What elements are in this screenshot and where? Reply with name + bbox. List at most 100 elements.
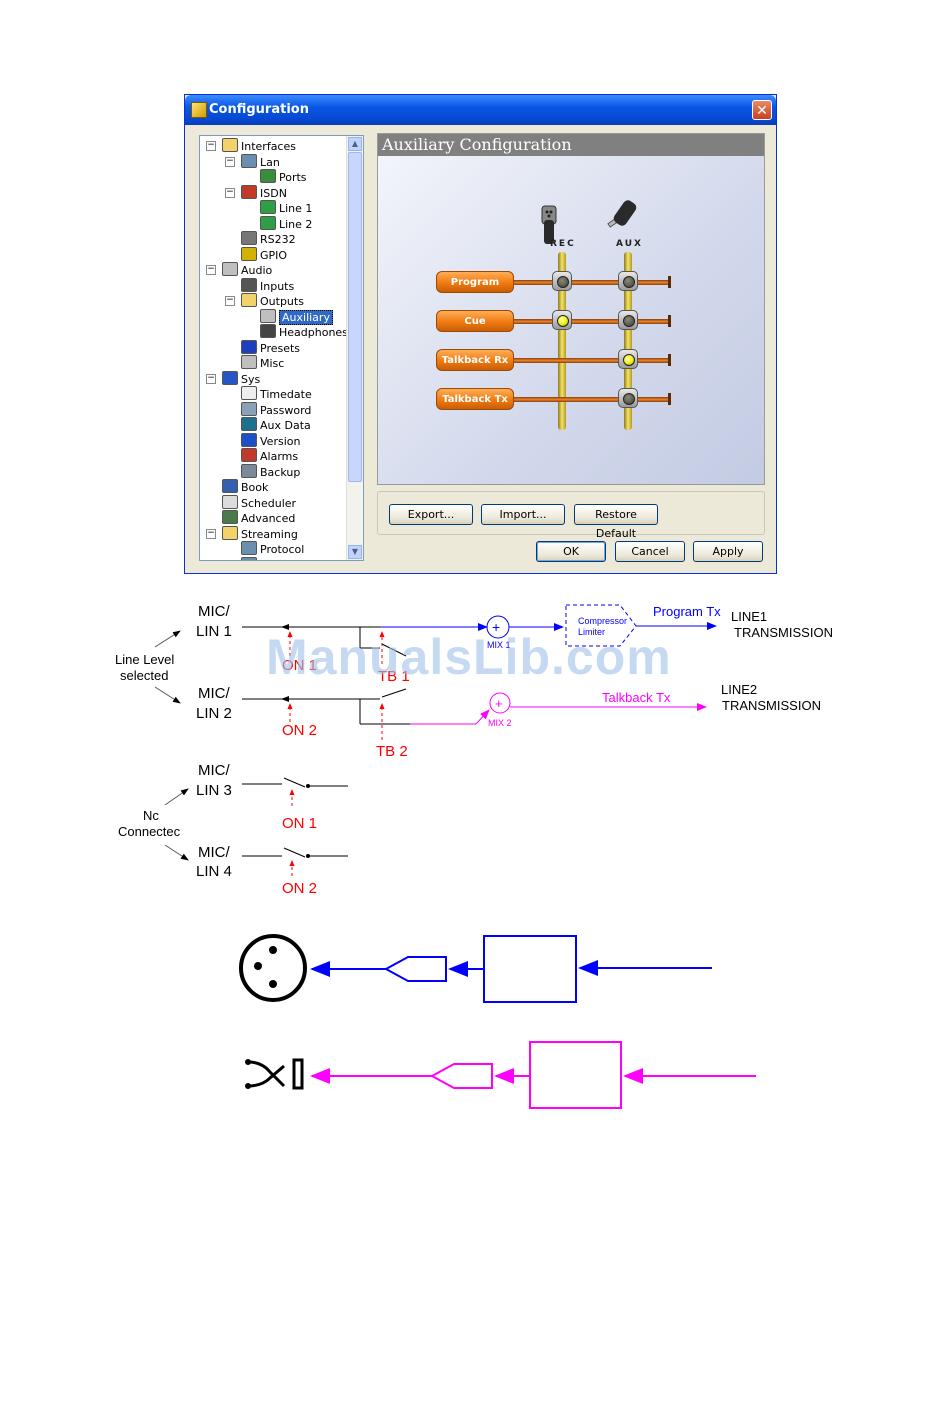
line1-transmission-b: TRANSMISSION [734, 625, 833, 640]
tree-item-rs232[interactable]: RS232 [241, 231, 296, 246]
xlr-pin-icon [254, 962, 262, 970]
tree-item-label: Inputs [260, 279, 295, 293]
export-button[interactable]: Export... [389, 504, 473, 525]
cue-aux-node[interactable] [618, 310, 638, 330]
tree-item-misc[interactable]: Misc [241, 355, 284, 370]
scheduler-icon [222, 494, 238, 509]
navigation-tree[interactable]: TXProtocol −StreamingAdvancedSchedulerBoo… [199, 135, 364, 561]
talkback-rx-aux-node[interactable] [618, 349, 638, 369]
talkback-tx-rail [508, 397, 670, 402]
tree-item-version[interactable]: Version [241, 432, 300, 448]
program-rec-node[interactable] [552, 271, 572, 291]
key-icon [241, 401, 257, 416]
cancel-button[interactable]: Cancel [615, 541, 685, 562]
scroll-thumb[interactable] [348, 152, 362, 482]
speaker-icon [241, 355, 257, 369]
tree-item-book[interactable]: Book [222, 479, 268, 494]
tree-item-audio[interactable]: −Audio [206, 262, 272, 277]
collapse-toggle-icon[interactable]: − [225, 155, 235, 167]
collapse-toggle-icon[interactable]: − [225, 295, 235, 306]
mix1-plus-icon: + [492, 619, 500, 635]
xlr-connector-icon [541, 205, 557, 244]
globe-icon [260, 169, 276, 183]
tree-item-label: Alarms [260, 450, 299, 463]
tree-item-backup[interactable]: Backup [241, 463, 300, 479]
tree-item-lan[interactable]: −Lan [225, 153, 280, 169]
talkback-rx-rail [508, 358, 670, 363]
tree-item-headphones[interactable]: Headphones [260, 324, 348, 339]
led-icon [623, 393, 635, 405]
on2b-label: ON 2 [282, 880, 317, 897]
talkback-tx-aux-node[interactable] [618, 388, 638, 408]
cue-rail-end [668, 315, 671, 327]
tree-item-label: Interfaces [241, 140, 296, 153]
tree-item-label: RS232 [260, 233, 296, 246]
xlr-pin-icon [269, 946, 277, 954]
led-icon [623, 276, 635, 288]
line1-transmission-a: LINE1 [731, 609, 767, 624]
close-button[interactable]: ✕ [752, 100, 772, 120]
tree-item-gpio[interactable]: GPIO [241, 246, 288, 262]
tree-item-label: Password [260, 403, 312, 417]
apply-button[interactable]: Apply [693, 541, 763, 562]
tree-item-aux-data[interactable]: Aux Data [241, 417, 311, 432]
xlr-pin-icon [269, 980, 277, 988]
scroll-up-icon[interactable]: ▲ [348, 137, 362, 151]
title-bar[interactable]: Configuration ✕ [185, 95, 776, 125]
tree-item-line-1[interactable]: Line 1 [260, 200, 312, 215]
tree-item-alarms[interactable]: Alarms [241, 448, 298, 463]
collapse-toggle-icon[interactable]: − [206, 140, 216, 151]
tree-item-label: Outputs [260, 295, 304, 308]
tree-item-ports[interactable]: Ports [260, 169, 307, 184]
restore-default-button[interactable]: Restore Default [574, 504, 658, 540]
mix2-label: MIX 2 [488, 718, 512, 728]
tree-item-advanced[interactable]: Advanced [222, 510, 295, 525]
cue-rec-node[interactable] [552, 310, 572, 330]
tree-item-label: Line 2 [279, 217, 313, 231]
xlr-driver-amp [383, 956, 447, 982]
folder-icon [222, 138, 238, 152]
collapse-toggle-icon[interactable]: − [206, 527, 216, 539]
talkback-tx-pill: Talkback Tx [436, 388, 514, 410]
jack-connector-icon [607, 200, 637, 228]
tree-item-auxiliary[interactable]: Auxiliary [260, 308, 333, 325]
monitor-icon [222, 370, 238, 385]
tree-item-outputs[interactable]: − Outputs [225, 293, 304, 308]
collapse-toggle-icon[interactable]: − [206, 264, 216, 275]
collapse-toggle-icon[interactable]: − [225, 186, 235, 198]
talkback-rx-pill: Talkback Rx [436, 349, 514, 371]
tree-item-label: GPIO [260, 248, 288, 262]
tree-scrollbar[interactable]: ▲ ▼ [346, 136, 363, 560]
scroll-down-icon[interactable]: ▼ [348, 545, 362, 559]
tree-item-inputs[interactable]: Inputs [241, 277, 295, 293]
tree-item-streaming[interactable]: −Streaming [206, 525, 298, 541]
not-connected-arrow-down [164, 844, 189, 861]
import-export-group: Export... Import... Restore Default [377, 491, 765, 540]
tree-item-sys[interactable]: −Sys [206, 370, 260, 386]
import-button[interactable]: Import... [481, 504, 565, 525]
line2-transmission-b: TRANSMISSION [722, 698, 821, 713]
ok-button[interactable]: OK [536, 541, 606, 562]
tree-item-tx[interactable]: TX [241, 556, 274, 560]
tree-item-scheduler[interactable]: Scheduler [222, 494, 296, 510]
tree-item-line-2[interactable]: Line 2 [260, 215, 313, 231]
rec-bus-rail [558, 252, 566, 430]
tree-item-isdn[interactable]: −ISDN [225, 184, 287, 200]
network-icon [241, 153, 257, 168]
tree-item-protocol[interactable]: Protocol [241, 541, 304, 556]
tb1-switch [381, 643, 407, 657]
mix2-plus-icon: + [495, 696, 503, 711]
tree-item-timedate[interactable]: Timedate [241, 386, 312, 401]
tree-item-label: Protocol [260, 543, 305, 556]
tree-item-label: Ports [279, 171, 307, 184]
cue-rail [508, 319, 670, 324]
tree-item-password[interactable]: Password [241, 401, 312, 417]
collapse-toggle-icon[interactable]: − [206, 372, 216, 384]
headphones-icon [260, 324, 276, 338]
lin3-label: LIN 3 [196, 782, 232, 799]
tree-item-presets[interactable]: Presets [241, 339, 300, 355]
tree-item-interfaces[interactable]: − Interfaces [206, 138, 296, 153]
isdn-icon [241, 184, 257, 199]
program-aux-node[interactable] [618, 271, 638, 291]
auxiliary-config-panel: Auxiliary Configuration REC AUX Program … [377, 133, 765, 485]
